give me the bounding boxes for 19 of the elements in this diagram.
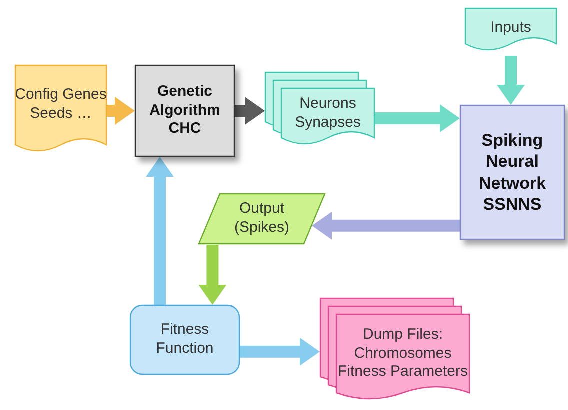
node-label: Neurons Synapses bbox=[294, 95, 362, 133]
block-arrow bbox=[235, 97, 265, 125]
process-box bbox=[460, 105, 565, 240]
node-label: Dump Files: Chromosomes Fitness Parameters bbox=[336, 326, 470, 382]
block-arrow bbox=[107, 97, 135, 125]
block-arrow bbox=[312, 212, 460, 240]
node-label: Spiking Neural Network SSNNS bbox=[478, 130, 548, 215]
block-arrow bbox=[146, 157, 174, 305]
process-box bbox=[135, 65, 235, 157]
data-parallelogram bbox=[198, 193, 326, 245]
node-label: Fitness Function bbox=[155, 321, 215, 359]
node-label: Inputs bbox=[490, 18, 532, 38]
node-label: Output (Spikes) bbox=[233, 200, 290, 238]
block-arrow bbox=[240, 338, 320, 366]
block-arrow bbox=[497, 56, 525, 105]
node-label: Genetic Algorithm CHC bbox=[148, 82, 222, 140]
process-box bbox=[130, 305, 240, 375]
block-arrow bbox=[198, 245, 227, 305]
node-label: Config Genes Seeds … bbox=[15, 86, 107, 124]
